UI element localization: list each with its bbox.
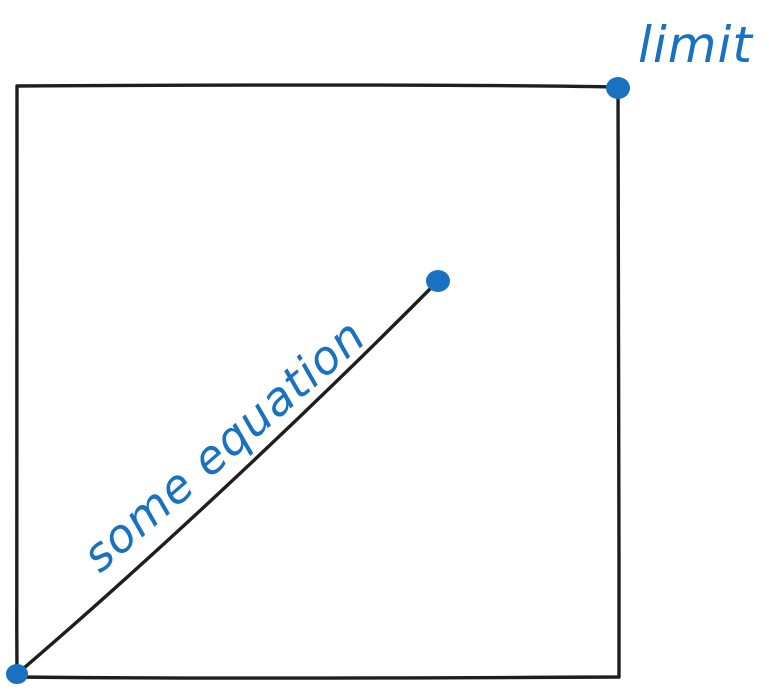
diagonal-line [15, 280, 439, 676]
square-outline [14, 83, 621, 680]
inner-point [426, 270, 450, 292]
limit-label: limit [638, 16, 754, 74]
equation-label: some equation [72, 308, 376, 582]
origin-point [6, 664, 28, 684]
limit-point [606, 77, 630, 99]
